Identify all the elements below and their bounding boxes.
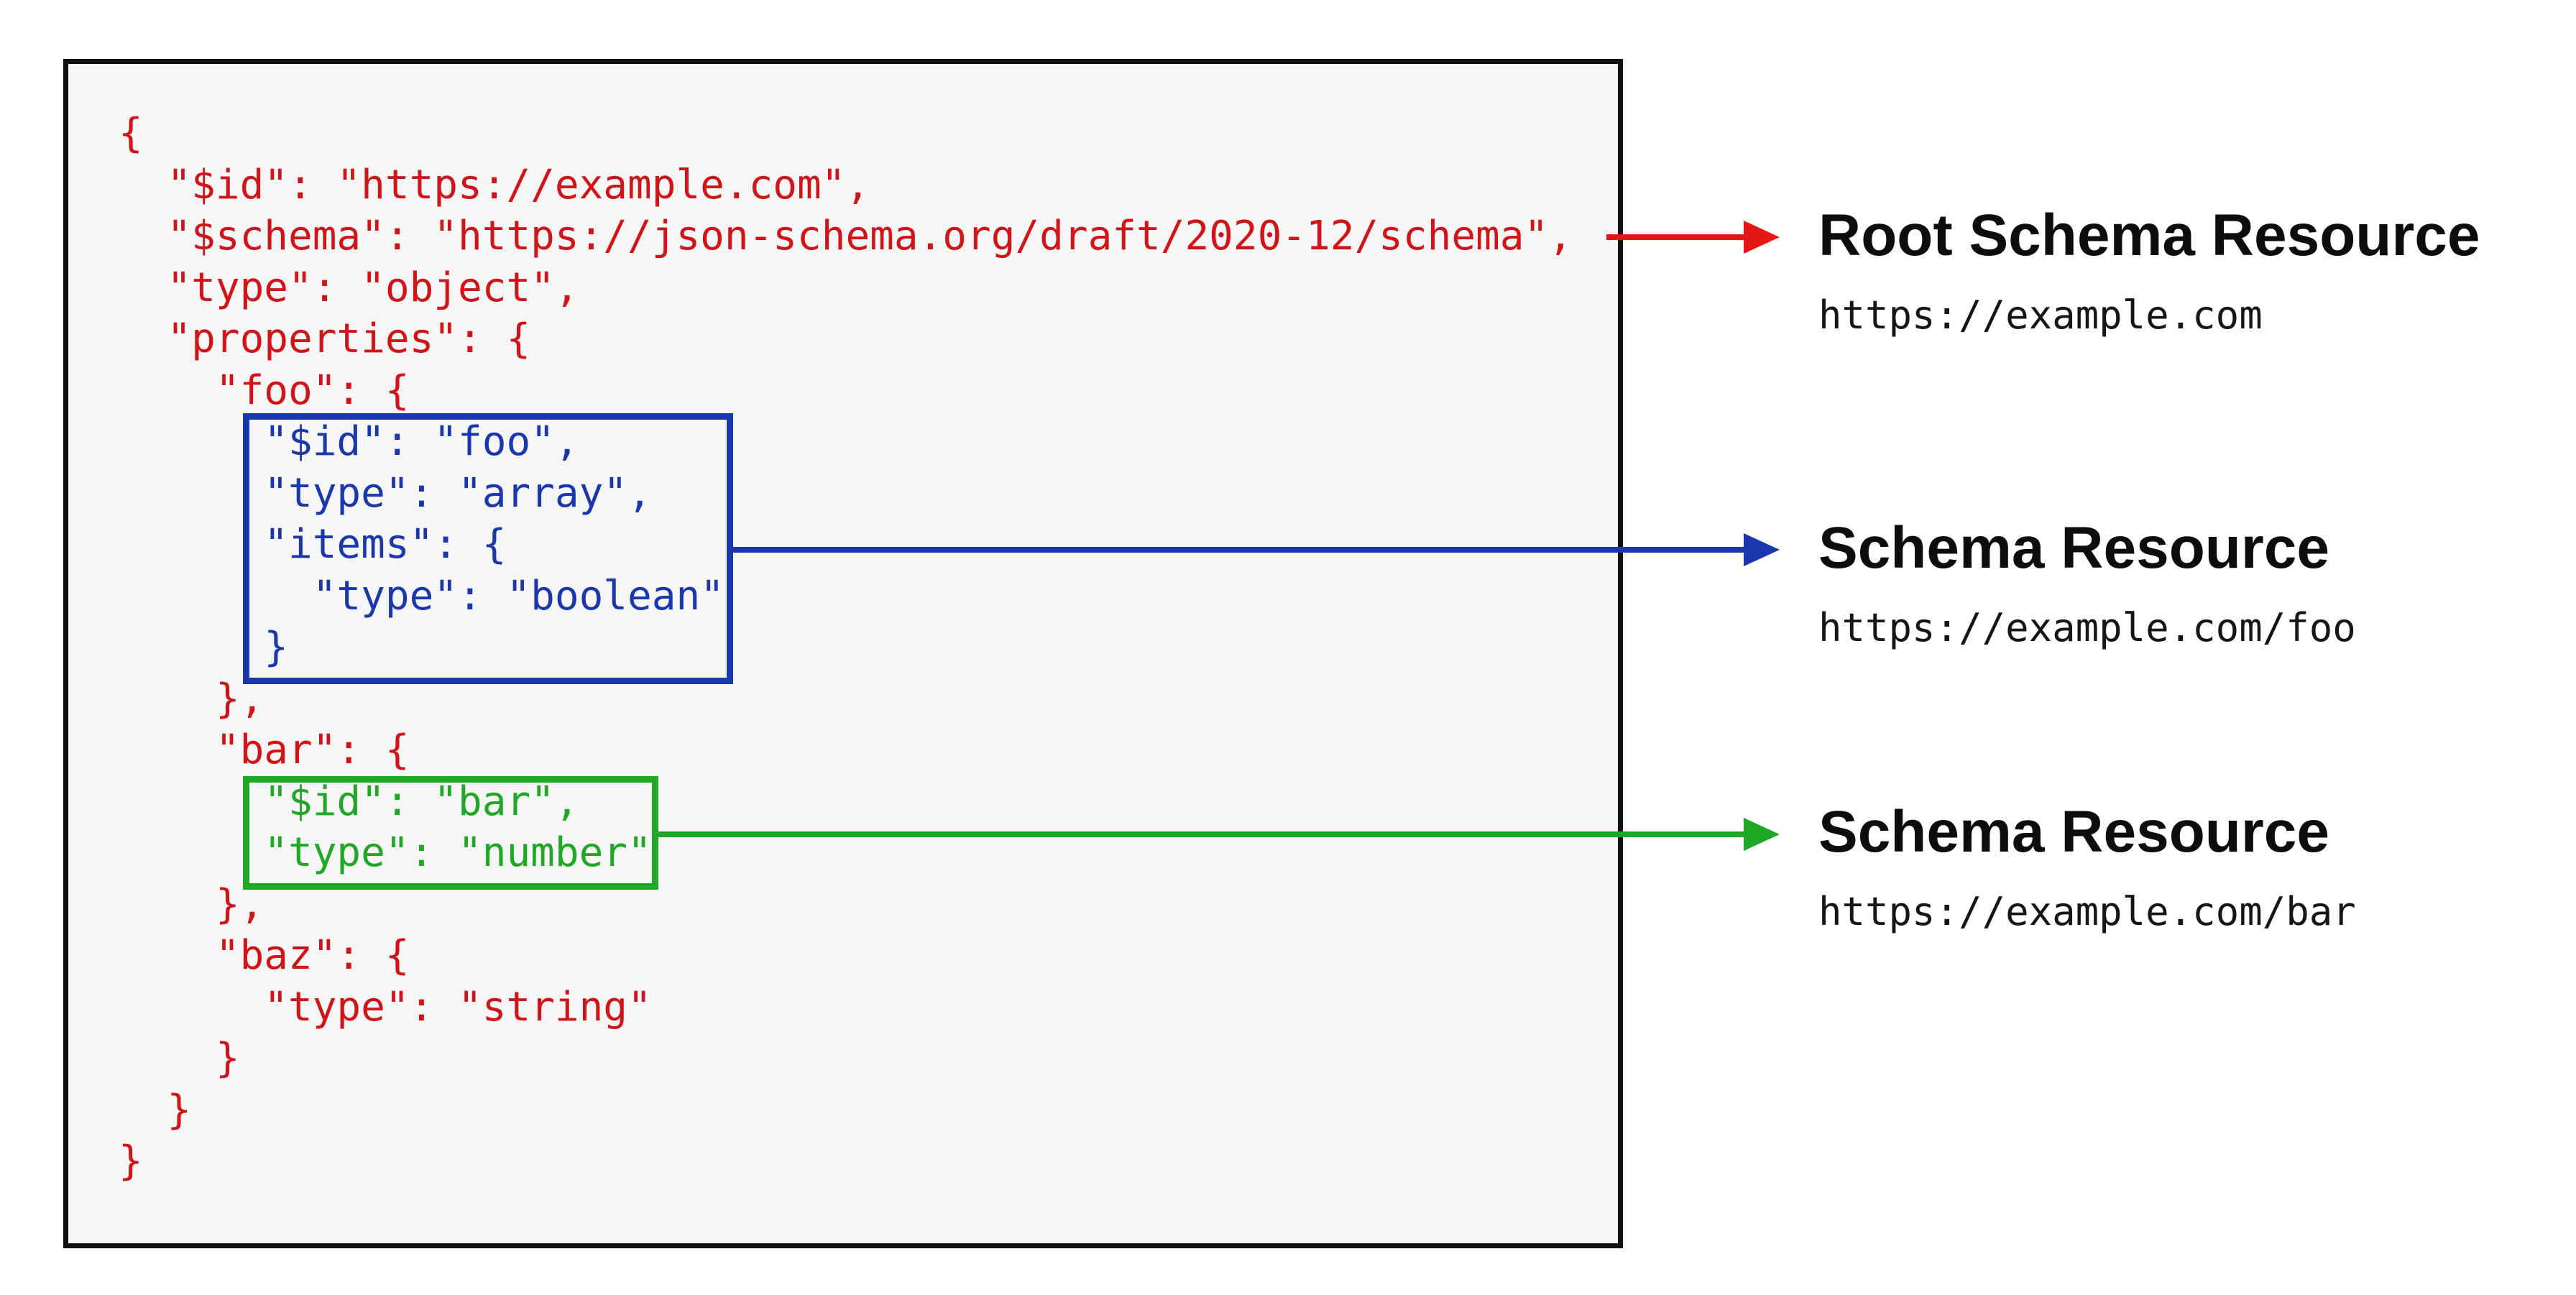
code-line: "baz": { (215, 932, 410, 979)
code-line: "$id": "foo", (264, 418, 579, 465)
code-line: "$id": "bar", (264, 778, 579, 825)
label-url: https://example.com/foo (1818, 605, 2356, 650)
bar-schema-label: Schema Resource https://example.com/bar (1818, 794, 2356, 936)
schema-code-panel (63, 59, 1623, 1248)
arrow-head-icon (1744, 221, 1780, 254)
code-line: "foo": { (215, 367, 410, 414)
code-line: "type": "array", (264, 469, 652, 517)
code-line: } (264, 624, 289, 670)
code-line: "properties": { (167, 315, 531, 362)
root-schema-label: Root Schema Resource https://example.com (1818, 198, 2480, 339)
bar-schema-resource-box (243, 776, 658, 890)
arrow-line (656, 831, 1747, 837)
arrow-line (1606, 234, 1747, 240)
label-title: Schema Resource (1818, 799, 2330, 865)
label-title: Schema Resource (1818, 515, 2330, 581)
foo-schema-resource-box (243, 413, 733, 684)
code-line: "items": { (264, 521, 507, 568)
arrow-line (730, 547, 1747, 553)
code-line: "type": "number" (264, 829, 652, 876)
arrow-head-icon (1744, 818, 1780, 851)
code-line: "$schema": "https://json-schema.org/draf… (167, 213, 1573, 259)
code-line: { (119, 110, 143, 157)
code-line: "bar": { (215, 727, 410, 773)
code-line: }, (215, 880, 264, 928)
code-line: } (119, 1138, 143, 1184)
code-line: "$id": "https://example.com", (167, 161, 870, 208)
label-title: Root Schema Resource (1818, 203, 2480, 268)
code-line: "type": "boolean" (312, 572, 724, 619)
foo-schema-label: Schema Resource https://example.com/foo (1818, 510, 2356, 652)
label-url: https://example.com (1818, 292, 2263, 338)
code-line: "type": "string" (264, 983, 652, 1031)
code-line: } (215, 1035, 240, 1082)
arrow-head-icon (1744, 533, 1780, 566)
code-line: } (167, 1086, 192, 1133)
code-line: }, (215, 675, 264, 722)
json-schema-code: { "$id": "https://example.com", "$schema… (119, 108, 1573, 1187)
code-line: "type": "object", (167, 264, 579, 311)
label-url: https://example.com/bar (1818, 889, 2356, 934)
